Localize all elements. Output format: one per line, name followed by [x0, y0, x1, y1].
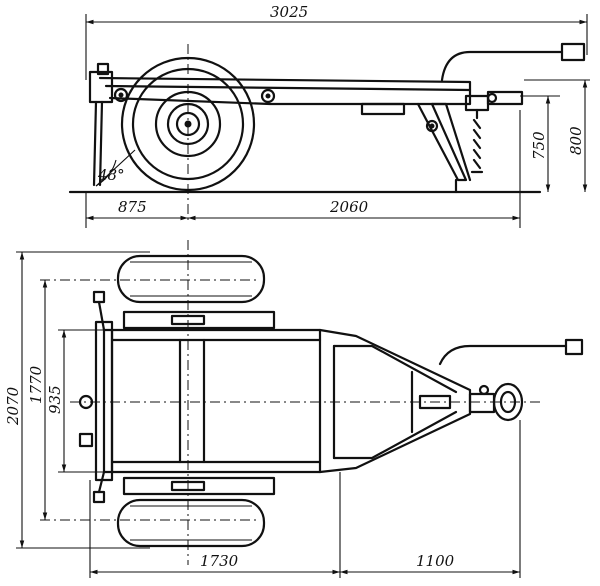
rear-lamp-bottom: [92, 490, 106, 504]
frame-side-member: [98, 76, 472, 106]
spring-clamp: [170, 480, 206, 492]
wheel-bottom: [116, 498, 266, 548]
bolt: [265, 93, 271, 99]
dim-overall-length: 3025: [270, 3, 308, 21]
hitch-coupler-plan: [468, 392, 496, 414]
drawbar-block: [360, 102, 406, 116]
spring-mount-top: [122, 310, 276, 330]
electric-cable-plan: [438, 344, 568, 366]
rear-support-leg: [98, 100, 104, 187]
plan-view: 2070 1770 935: [4, 240, 584, 578]
dim-drawbar-length: 1100: [416, 552, 455, 570]
side-view: 3025 48°: [68, 3, 590, 228]
hitch-bolt: [478, 384, 490, 396]
tail-light: [96, 62, 110, 76]
electric-plug: [560, 42, 586, 62]
hitch-pin: [486, 92, 498, 104]
wheel-top: [116, 254, 266, 304]
dim-wheelbase: 2060: [329, 198, 369, 216]
electric-plug-plan: [564, 338, 584, 356]
spring-shackle-front: [260, 88, 276, 104]
support-leg-brace: [430, 102, 472, 182]
bolt: [118, 92, 124, 98]
angle-label: 48°: [97, 166, 125, 184]
support-pivot: [425, 119, 439, 133]
rear-light: [78, 394, 94, 410]
rear-reflector: [78, 432, 94, 448]
frame-inner-line: [104, 84, 472, 92]
rear-lamp-stem: [97, 300, 106, 332]
electric-cable: [440, 50, 564, 82]
dim-front-overhang: 875: [118, 198, 147, 216]
rear-lamp-top: [92, 290, 106, 304]
dim-hitch-height: 750: [530, 131, 548, 160]
hitch-eye-outer: [492, 382, 524, 422]
bolt: [429, 123, 435, 129]
spring-shackle-rear: [113, 87, 129, 103]
safety-chain: [470, 108, 484, 174]
support-leg-base: [418, 394, 452, 410]
dim-frame-height: 800: [567, 126, 585, 155]
dim-plan-rear-length: 1730: [200, 552, 239, 570]
rear-support-leg: [92, 100, 98, 187]
dim-frame-width: 935: [46, 385, 64, 414]
dim-track-width: 1770: [27, 365, 45, 404]
spring-clamp: [170, 314, 206, 326]
frame-body: [102, 328, 322, 474]
drawbar-inner: [332, 344, 458, 460]
angle-line: [95, 149, 136, 187]
dim-overall-width: 2070: [4, 386, 22, 426]
rear-lamp-stem: [97, 470, 106, 494]
drawbar-a-frame: [318, 328, 472, 474]
spring-mount-bottom: [122, 476, 276, 496]
rear-bumper: [94, 320, 114, 482]
hitch-eye-inner: [499, 390, 517, 414]
support-leg: [416, 102, 468, 182]
